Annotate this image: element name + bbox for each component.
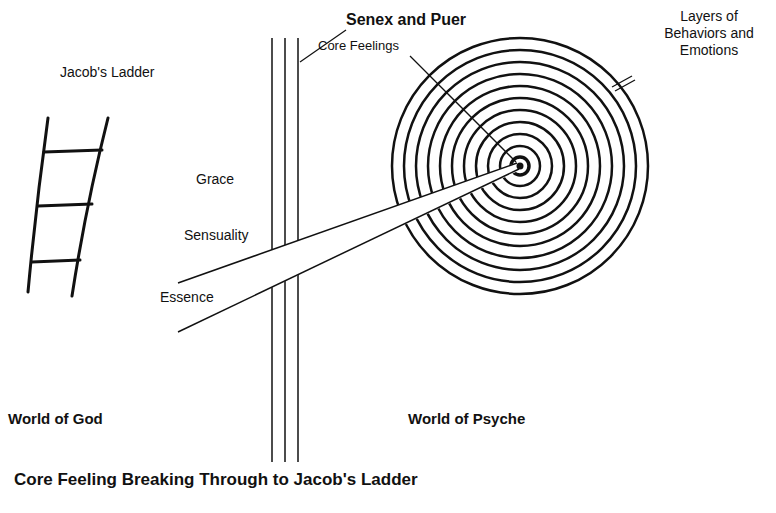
callout-label: Core Feelings — [318, 38, 399, 54]
region-label: World of Psyche — [408, 410, 525, 428]
breakthrough-wedge — [178, 163, 520, 332]
ladder-rail — [72, 118, 108, 296]
ladder-rung — [38, 204, 92, 206]
rung-label: Essence — [160, 289, 214, 306]
rung-label: Grace — [196, 171, 234, 188]
illustration-label: Jacob's Ladder — [60, 64, 155, 81]
core-dot — [517, 163, 524, 170]
layer-ring — [392, 38, 648, 294]
leader-line — [410, 56, 516, 162]
wedge-edge — [178, 163, 517, 283]
leader-line — [615, 80, 635, 91]
line-label: Senex and Puer — [346, 10, 466, 29]
leader-line — [612, 76, 632, 87]
layer-ring — [404, 50, 636, 282]
wedge-edge — [178, 169, 519, 332]
ladder-rung — [44, 150, 102, 152]
wedge-edges — [178, 163, 519, 332]
leader-lines — [300, 30, 635, 162]
rung-label: Sensuality — [184, 227, 249, 244]
ladder-rung — [32, 260, 80, 262]
region-label: World of God — [8, 410, 103, 428]
concentric-circles — [392, 38, 648, 294]
jacobs-ladder — [28, 118, 108, 296]
figure-caption: Core Feeling Breaking Through to Jacob's… — [14, 470, 418, 490]
callout-label: Layers of Behaviors and Emotions — [664, 8, 754, 58]
